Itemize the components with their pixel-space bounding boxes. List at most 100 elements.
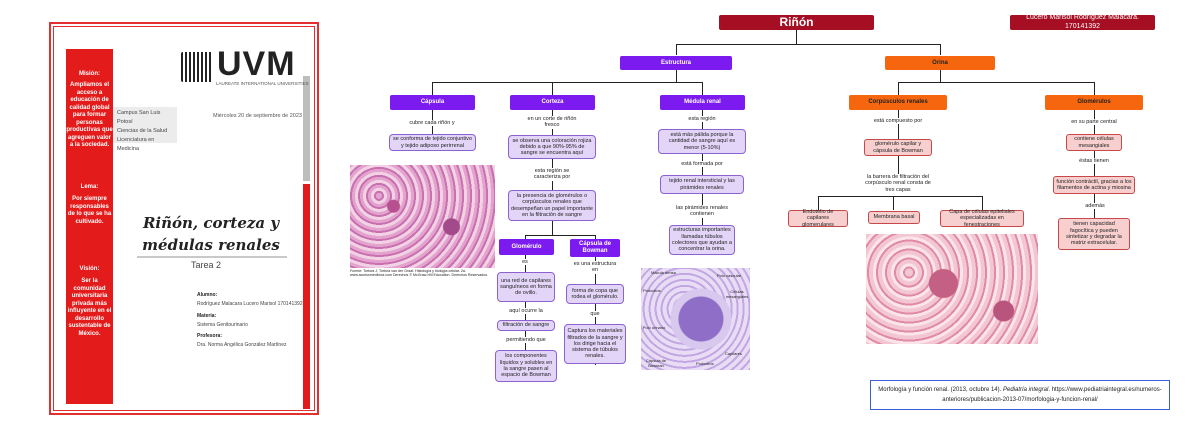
glomerulo-header: Glomérulo [499, 239, 554, 255]
micrograph-label: Cápsula de Bowman [645, 358, 667, 368]
materia-value: Sistema Genitourinario [197, 322, 248, 328]
concept-box: Captura los materiales filtrados de la s… [564, 324, 626, 364]
renal-corpuscle-image [866, 234, 1038, 344]
concept-box: se observa una coloración rojiza debido … [508, 135, 596, 159]
campus-line: Ciencias de la Salud [117, 128, 168, 134]
connector-line [432, 82, 702, 83]
cover-date: Miércoles 20 de septiembre de 2023 [213, 113, 302, 119]
campus-line: Campus San Luis Potosí [117, 110, 161, 125]
concept-box: función contráctil, gracias a los filame… [1053, 176, 1135, 194]
connector-line [676, 44, 677, 55]
glomerulos-header: Glomérulos [1045, 95, 1143, 110]
glomerulus-micrograph: Mácula densa Polo vascular Podocitos Cél… [641, 268, 750, 370]
alumno-value: Rodríguez Malacara Lucero Marisol 170141… [197, 301, 303, 307]
cover-page: Misión: Ampliamos el acceso a educación … [49, 22, 319, 415]
connector-line [1094, 82, 1095, 95]
micrograph-label: Capilares [725, 351, 742, 356]
connector-line [702, 82, 703, 95]
connector-text: en un corte de riñón fresco [522, 116, 582, 129]
connector-text: es una estructura en [570, 261, 620, 274]
cover-inner-border [53, 26, 315, 411]
lema-title: Lema: [80, 184, 99, 190]
connector-line [676, 70, 677, 82]
reference-journal: Pediatría integral [1002, 387, 1049, 393]
connector-line [893, 196, 894, 210]
connector-text: además [1080, 203, 1110, 210]
concept-box: se conforma de tejido conjuntivo y tejid… [389, 134, 476, 151]
concept-box: una red de capilares sanguíneos en forma… [497, 272, 555, 302]
mission-sidebar [66, 49, 113, 404]
capsula-header: Cápsula [390, 95, 475, 110]
medula-header: Médula renal [660, 95, 745, 110]
profesor-value: Dra. Norma Angélica González Martínez [197, 342, 287, 348]
connector-line [940, 44, 941, 55]
connector-line [525, 235, 526, 375]
concept-box: tejido renal intersticial y las pirámide… [660, 175, 744, 194]
micrograph-label: Células mesangiales [725, 289, 749, 299]
connector-text: permitiendo que [500, 337, 552, 344]
concept-box: Capa de células epiteliales especializad… [940, 209, 1024, 228]
cover-subtitle: Tarea 2 [191, 260, 222, 270]
vision-text: Ser la comunidad universitaria privada m… [67, 278, 112, 337]
concept-box: está más pálida porque la cantidad de sa… [658, 129, 746, 154]
connector-line [898, 82, 1094, 83]
connector-text: las pirámides renales contienen [670, 205, 734, 218]
connector-text: es [517, 259, 533, 266]
cover-title: Riñón, corteza y médulas renales [142, 214, 280, 254]
connector-text: cubre cada riñón y [396, 120, 468, 127]
lema-text: Por siempre responsables de lo que se ha… [67, 196, 112, 225]
concept-box: contiene células mesangiales [1066, 134, 1122, 151]
orina-header: Orina [885, 56, 995, 70]
estructura-header: Estructura [620, 56, 732, 70]
title-divider [137, 256, 287, 258]
corpusculos-header: Corpúsculos renales [849, 95, 947, 110]
micrograph-label: Polo urinario [642, 325, 666, 330]
connector-line [898, 82, 899, 95]
connector-text: que [589, 311, 601, 318]
concept-box: la presencia de glomérulos o corpúsculos… [508, 190, 596, 221]
concept-box: los componentes líquidos y solubles en l… [495, 350, 557, 382]
uvm-logo-subtitle: LAUREATE INTERNATIONAL UNIVERSITIES [216, 81, 309, 86]
campus-box: Campus San Luis Potosí Ciencias de la Sa… [113, 107, 177, 152]
campus-line: Licenciatura en Medicina [117, 137, 155, 152]
reference-text: Morfología y función renal. (2013, octub… [878, 387, 1003, 393]
grey-accent-bar [303, 76, 310, 181]
concept-box: Membrana basal [868, 211, 920, 224]
micrograph-label: Polo vascular [717, 273, 742, 278]
corteza-header: Corteza [510, 95, 595, 110]
connector-text: está compuesto por [870, 118, 926, 125]
cortex-histology-image [350, 165, 495, 268]
connector-line [525, 235, 595, 236]
connector-text: aquí ocurre la [500, 308, 552, 315]
vision-title: Visión: [79, 266, 100, 272]
materia-label: Materia: [197, 313, 217, 319]
uvm-logo-icon [181, 52, 213, 82]
map-title: Riñón [719, 15, 874, 30]
concept-box: tienen capacidad fagocítica y pueden sin… [1058, 218, 1130, 250]
mision-title: Misión: [79, 71, 100, 77]
reference-link[interactable]: . https://www.pediatriaintegral.es/numer… [942, 387, 1162, 403]
connector-line [796, 30, 797, 44]
concept-box: glomérulo capilar y cápsula de Bowman [864, 139, 932, 156]
uvm-logo-text: UVM [217, 45, 296, 83]
mision-text: Ampliamos el acceso a educación de calid… [66, 82, 113, 148]
connector-line [676, 44, 940, 45]
author-box: Lucero Marisol Rodríguez Malacara. 17014… [1010, 14, 1155, 30]
concept-box: estructuras importantes llamadas túbulos… [669, 225, 735, 255]
connector-text: esta región se caracteriza por [524, 168, 580, 181]
connector-text: en su parte central [1066, 119, 1122, 126]
connector-text: la barrera de filtración del corpúsculo … [860, 174, 936, 193]
connector-line [432, 110, 433, 150]
capsula-bowman-header: Cápsula de Bowman [570, 239, 620, 257]
connector-line [940, 70, 941, 82]
concept-box: filtración de sangre [497, 320, 555, 331]
profesor-label: Profesora: [197, 333, 223, 339]
connector-line [818, 196, 982, 197]
micrograph-label: Podocitos [643, 288, 661, 293]
connector-line [552, 82, 553, 95]
connector-text: está formada por [672, 161, 732, 168]
connector-line [432, 82, 433, 95]
micrograph-label: Podocitos [696, 361, 714, 366]
connector-text: éstas tienen [1074, 158, 1114, 165]
image-caption: Fuente: Tortora J, Tortora van der Graaf… [350, 269, 489, 278]
